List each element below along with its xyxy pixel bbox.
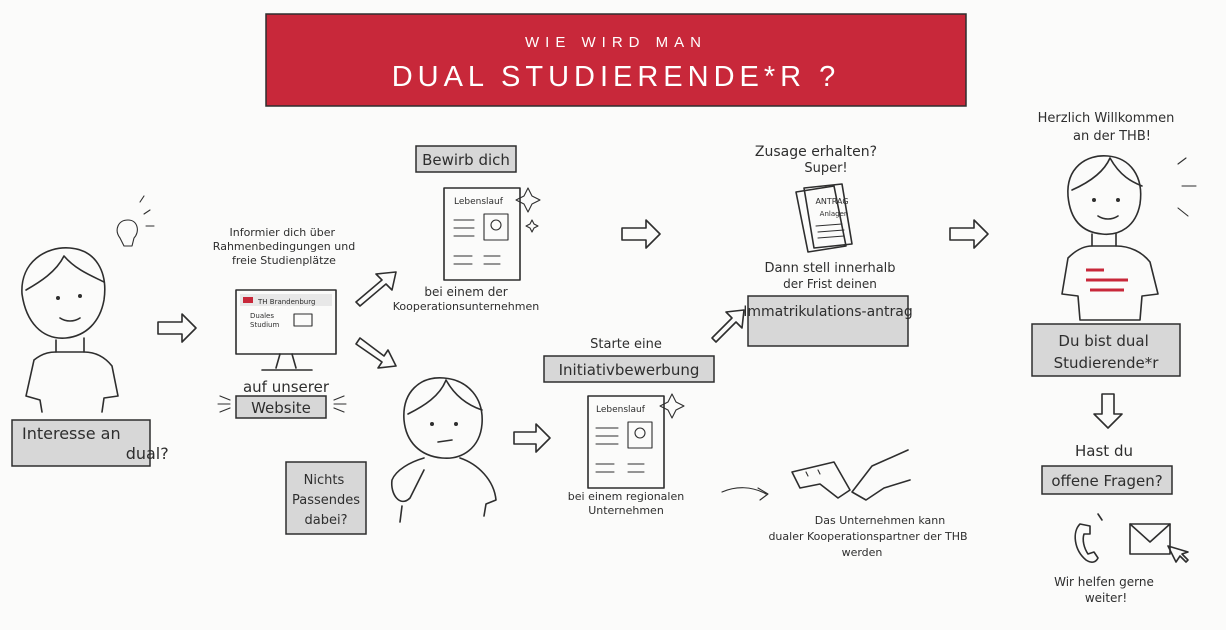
arrow-right-1: [157, 313, 197, 343]
inform-block: Informier dich über Rahmenbedingungen un…: [213, 226, 355, 419]
apply-label: Bewirb dich: [422, 151, 510, 169]
apply-sub-2: Kooperationsunternehmen: [393, 300, 539, 313]
help-1: Wir helfen gerne: [1054, 575, 1154, 589]
monitor-title: TH Brandenburg: [257, 298, 315, 306]
wrapped-line: Passendes: [292, 493, 360, 508]
immatrik-text: Immatrikulations-antrag: [743, 304, 912, 320]
box-website[interactable]: [235, 395, 327, 419]
wrapped-line: freie Studienplätze: [232, 254, 336, 267]
then-1: Dann stell innerhalb: [764, 261, 895, 276]
promise-2: Super!: [804, 161, 847, 176]
title-line-2: DUAL STUDIERENDE*R ?: [392, 61, 841, 93]
welcome-block: Herzlich Willkommen an der THB!: [1038, 111, 1197, 321]
person-interest-illustration: [21, 195, 155, 413]
website-label: Website: [251, 399, 311, 417]
box-nothing-bg: [285, 461, 367, 535]
title-line-1: WIE WIRD MAN: [525, 34, 707, 51]
apply-sub-1: bei einem der: [424, 285, 507, 299]
wrapped-line: Rahmenbedingungen und: [213, 240, 355, 253]
wrapped-line: dual?: [126, 444, 169, 463]
immatrik-label: Immatrikulations-antrag: [743, 304, 912, 320]
box-final: Du bist dual Studierende*r: [1031, 323, 1181, 377]
cv-document-2: [587, 395, 665, 489]
apply-block: Bewirb dich Lebenslauf bei einem der Koo…: [393, 145, 541, 313]
nothing-text: Nichts: [304, 473, 345, 488]
questions-label: offene Fragen?: [1051, 472, 1162, 490]
box-apply: [415, 145, 517, 173]
arrow-right-4: [949, 219, 989, 249]
box-immatrik: [747, 295, 909, 347]
promise-1: Zusage erhalten?: [755, 144, 877, 160]
box-final-bg: [1031, 323, 1181, 377]
banner-background: [265, 13, 967, 107]
regional-1: bei einem regionalen: [568, 490, 684, 503]
promise-block: Zusage erhalten? Super! ANTRAG Anlagen D…: [743, 144, 913, 347]
inform-line: Informier dich über: [229, 226, 335, 239]
arrow-right-3: [513, 423, 551, 453]
mail-icon[interactable]: [1129, 523, 1189, 563]
welcome-1: Herzlich Willkommen: [1038, 111, 1175, 126]
initiative-block: Starte eine Initiativbewerbung Lebenslau…: [543, 337, 715, 517]
final-text: Du bist dual: [1058, 332, 1148, 350]
antrag-2: Anlagen: [820, 210, 849, 218]
box-initiative: [543, 355, 715, 383]
company-1: Das Unternehmen kann: [815, 514, 945, 527]
nothing-label: Nichts Passendes dabei?: [292, 473, 360, 528]
interest-label: Interesse an dual?: [22, 424, 169, 463]
box-interest: Interesse an dual?: [11, 419, 169, 467]
arrow-right-2: [621, 219, 661, 249]
help-2: weiter!: [1085, 591, 1127, 605]
regional-2: Unternehmen: [588, 504, 664, 517]
arrow-up-right-2: [711, 309, 745, 343]
handshake-illustration: [791, 449, 911, 501]
wrapped-line: Studierende*r: [1054, 354, 1160, 372]
website-pre: auf unserer: [243, 378, 330, 396]
monitor-frame: [235, 289, 337, 355]
monitor-line-2: Studium: [250, 321, 279, 329]
company-2: dualer Kooperationspartner der THB: [768, 530, 967, 543]
cv-document-1: [443, 187, 521, 281]
cv-label-1: Lebenslauf: [454, 197, 504, 207]
final-label: Du bist dual Studierende*r: [1054, 332, 1160, 372]
cv-label-2: Lebenslauf: [596, 405, 646, 415]
initiative-label: Initiativbewerbung: [559, 361, 700, 379]
questions-pre: Hast du: [1075, 442, 1133, 460]
welcome-2: an der THB!: [1073, 129, 1151, 144]
inform-text: Informier dich über Rahmenbedingungen un…: [213, 226, 355, 267]
antrag-1: ANTRAG: [815, 197, 848, 206]
box-interest-bg: [11, 419, 151, 467]
arrow-down: [1093, 393, 1123, 429]
arrow-up-right: [355, 271, 397, 307]
monitor-line-1: Duales: [250, 312, 274, 320]
phone-icon[interactable]: [1074, 513, 1103, 563]
company-3: werden: [842, 546, 883, 559]
title-banner: WIE WIRD MAN DUAL STUDIERENDE*R ?: [265, 13, 967, 107]
wrapped-line: dabei?: [305, 513, 348, 528]
then-2: der Frist deinen: [783, 277, 877, 291]
arrow-curve-handshake: [721, 487, 769, 501]
thb-logo-shirt: [1086, 268, 1128, 292]
interest-text: Interesse an: [22, 424, 121, 443]
box-questions[interactable]: [1041, 465, 1173, 495]
box-nothing: Nichts Passendes dabei?: [285, 461, 367, 535]
person-thinking-illustration: [390, 377, 497, 523]
start-pre: Starte eine: [590, 337, 662, 352]
arrow-down-right: [355, 337, 397, 369]
